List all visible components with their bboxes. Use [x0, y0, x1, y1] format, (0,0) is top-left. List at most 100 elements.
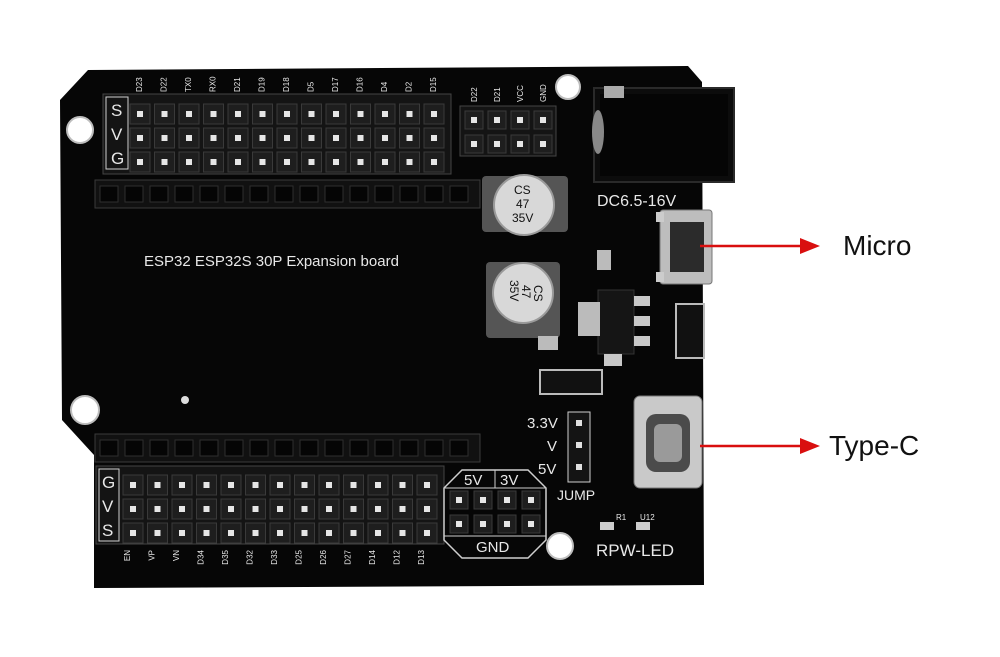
- header-pin-tip: [179, 506, 185, 512]
- header-pin-tip: [504, 497, 510, 503]
- board-title: ESP32 ESP32S 30P Expansion board: [144, 253, 399, 270]
- bottom-pin-label: D35: [221, 549, 230, 564]
- header-pin-tip: [235, 159, 241, 165]
- header-pin-tip: [424, 506, 430, 512]
- header-pin-tip: [179, 482, 185, 488]
- bottom-pin-label: D13: [417, 549, 426, 564]
- type-c-callout-arrow: [700, 438, 820, 454]
- header-pin-tip: [277, 506, 283, 512]
- bottom-pin-label: D26: [319, 549, 328, 564]
- header-pin-tip: [301, 482, 308, 488]
- header-pin-tip: [326, 482, 332, 488]
- header-pin-tip: [471, 117, 477, 123]
- capacitor-line: 35V: [507, 280, 521, 301]
- header-pin-tip: [154, 506, 161, 512]
- top-pin-label: D5: [307, 81, 316, 92]
- socket-hole: [124, 439, 144, 457]
- header-pin-tip: [480, 497, 486, 503]
- header-pin-tip: [252, 482, 259, 488]
- gnd-pin-header: [443, 469, 547, 559]
- top-pin-label: D21: [233, 77, 242, 92]
- header-pin-tip: [186, 111, 192, 117]
- socket-hole: [399, 439, 419, 457]
- socket-hole: [99, 439, 119, 457]
- socket-hole: [149, 185, 169, 203]
- top-right-pin-label: GND: [539, 84, 548, 102]
- header-pin-tip: [252, 506, 259, 512]
- top-pin-label: D22: [160, 77, 169, 92]
- socket-hole: [449, 439, 469, 457]
- header-pin-tip: [137, 135, 143, 141]
- header-pin-tip: [399, 482, 406, 488]
- bottom-pin-label: D25: [295, 549, 304, 564]
- capacitor: CS 47 35V: [486, 262, 560, 338]
- header-pin-tip: [431, 159, 437, 165]
- header-pin-tip: [161, 111, 168, 117]
- header-pin-tip: [528, 497, 534, 503]
- header-pin-tip: [210, 111, 217, 117]
- top-pin-header: [102, 93, 452, 175]
- header-pin-tip: [284, 159, 290, 165]
- header-pin-tip: [228, 530, 234, 536]
- header-pin-tip: [375, 530, 381, 536]
- capacitor-line: CS: [514, 183, 531, 197]
- header-pin-tip: [540, 141, 546, 147]
- header-pin-tip: [333, 159, 339, 165]
- socket-hole: [224, 185, 244, 203]
- led-component: [600, 522, 614, 530]
- header-pin-tip: [186, 159, 192, 165]
- header-pin-tip: [179, 530, 185, 536]
- jumper-option-3v3: 3.3V: [527, 415, 558, 432]
- header-pin-tip: [456, 521, 462, 527]
- voltage-regulator: [578, 289, 650, 366]
- header-pin-tip: [308, 135, 315, 141]
- gnd-voltage-3v: 3V: [500, 472, 518, 489]
- jumper-option-v: V: [547, 438, 557, 455]
- header-pin-tip: [456, 497, 462, 503]
- socket-hole: [349, 185, 369, 203]
- header-pin-tip: [154, 530, 161, 536]
- header-pin-tip: [130, 506, 136, 512]
- top-right-pin-label: VCC: [516, 85, 525, 102]
- top-pin-label: D2: [405, 81, 414, 92]
- socket-hole: [299, 439, 319, 457]
- header-pin-tip: [399, 530, 406, 536]
- header-pin-tip: [517, 117, 523, 123]
- top-pin-label: D15: [429, 77, 438, 92]
- header-pin-tip: [235, 111, 241, 117]
- led-label: RPW-LED: [596, 541, 674, 560]
- bottom-pin-label: D27: [344, 549, 353, 564]
- socket-hole: [174, 185, 194, 203]
- header-pin-tip: [406, 111, 413, 117]
- top-right-pin-label: D21: [493, 87, 502, 102]
- socket-hole: [399, 185, 419, 203]
- header-pin-tip: [350, 506, 357, 512]
- top-pin-label: D17: [331, 77, 340, 92]
- mounting-hole: [70, 395, 100, 425]
- header-pin-tip: [203, 530, 210, 536]
- header-pin-tip: [161, 135, 168, 141]
- socket-hole: [374, 439, 394, 457]
- row-label-v-top: V: [111, 125, 123, 144]
- header-pin-tip: [203, 506, 210, 512]
- micro-usb-connector: [656, 209, 713, 285]
- top-right-pin-header: [459, 105, 557, 157]
- header-pin-tip: [210, 135, 217, 141]
- header-pin-tip: [350, 482, 357, 488]
- jumper-option-5v: 5V: [538, 461, 556, 478]
- header-pin-tip: [277, 530, 283, 536]
- header-pin-tip: [494, 117, 500, 123]
- socket-hole: [124, 185, 144, 203]
- header-pin-tip: [375, 506, 381, 512]
- header-pin-tip: [235, 135, 241, 141]
- header-pin-tip: [504, 521, 510, 527]
- row-label-g-bottom: G: [102, 473, 115, 492]
- socket-hole: [424, 185, 444, 203]
- header-pin-tip: [130, 482, 136, 488]
- header-pin-tip: [350, 530, 357, 536]
- led-component: [636, 522, 650, 530]
- socket-hole: [149, 439, 169, 457]
- header-pin-tip: [186, 135, 192, 141]
- top-pin-label: D23: [135, 77, 144, 92]
- socket-hole: [299, 185, 319, 203]
